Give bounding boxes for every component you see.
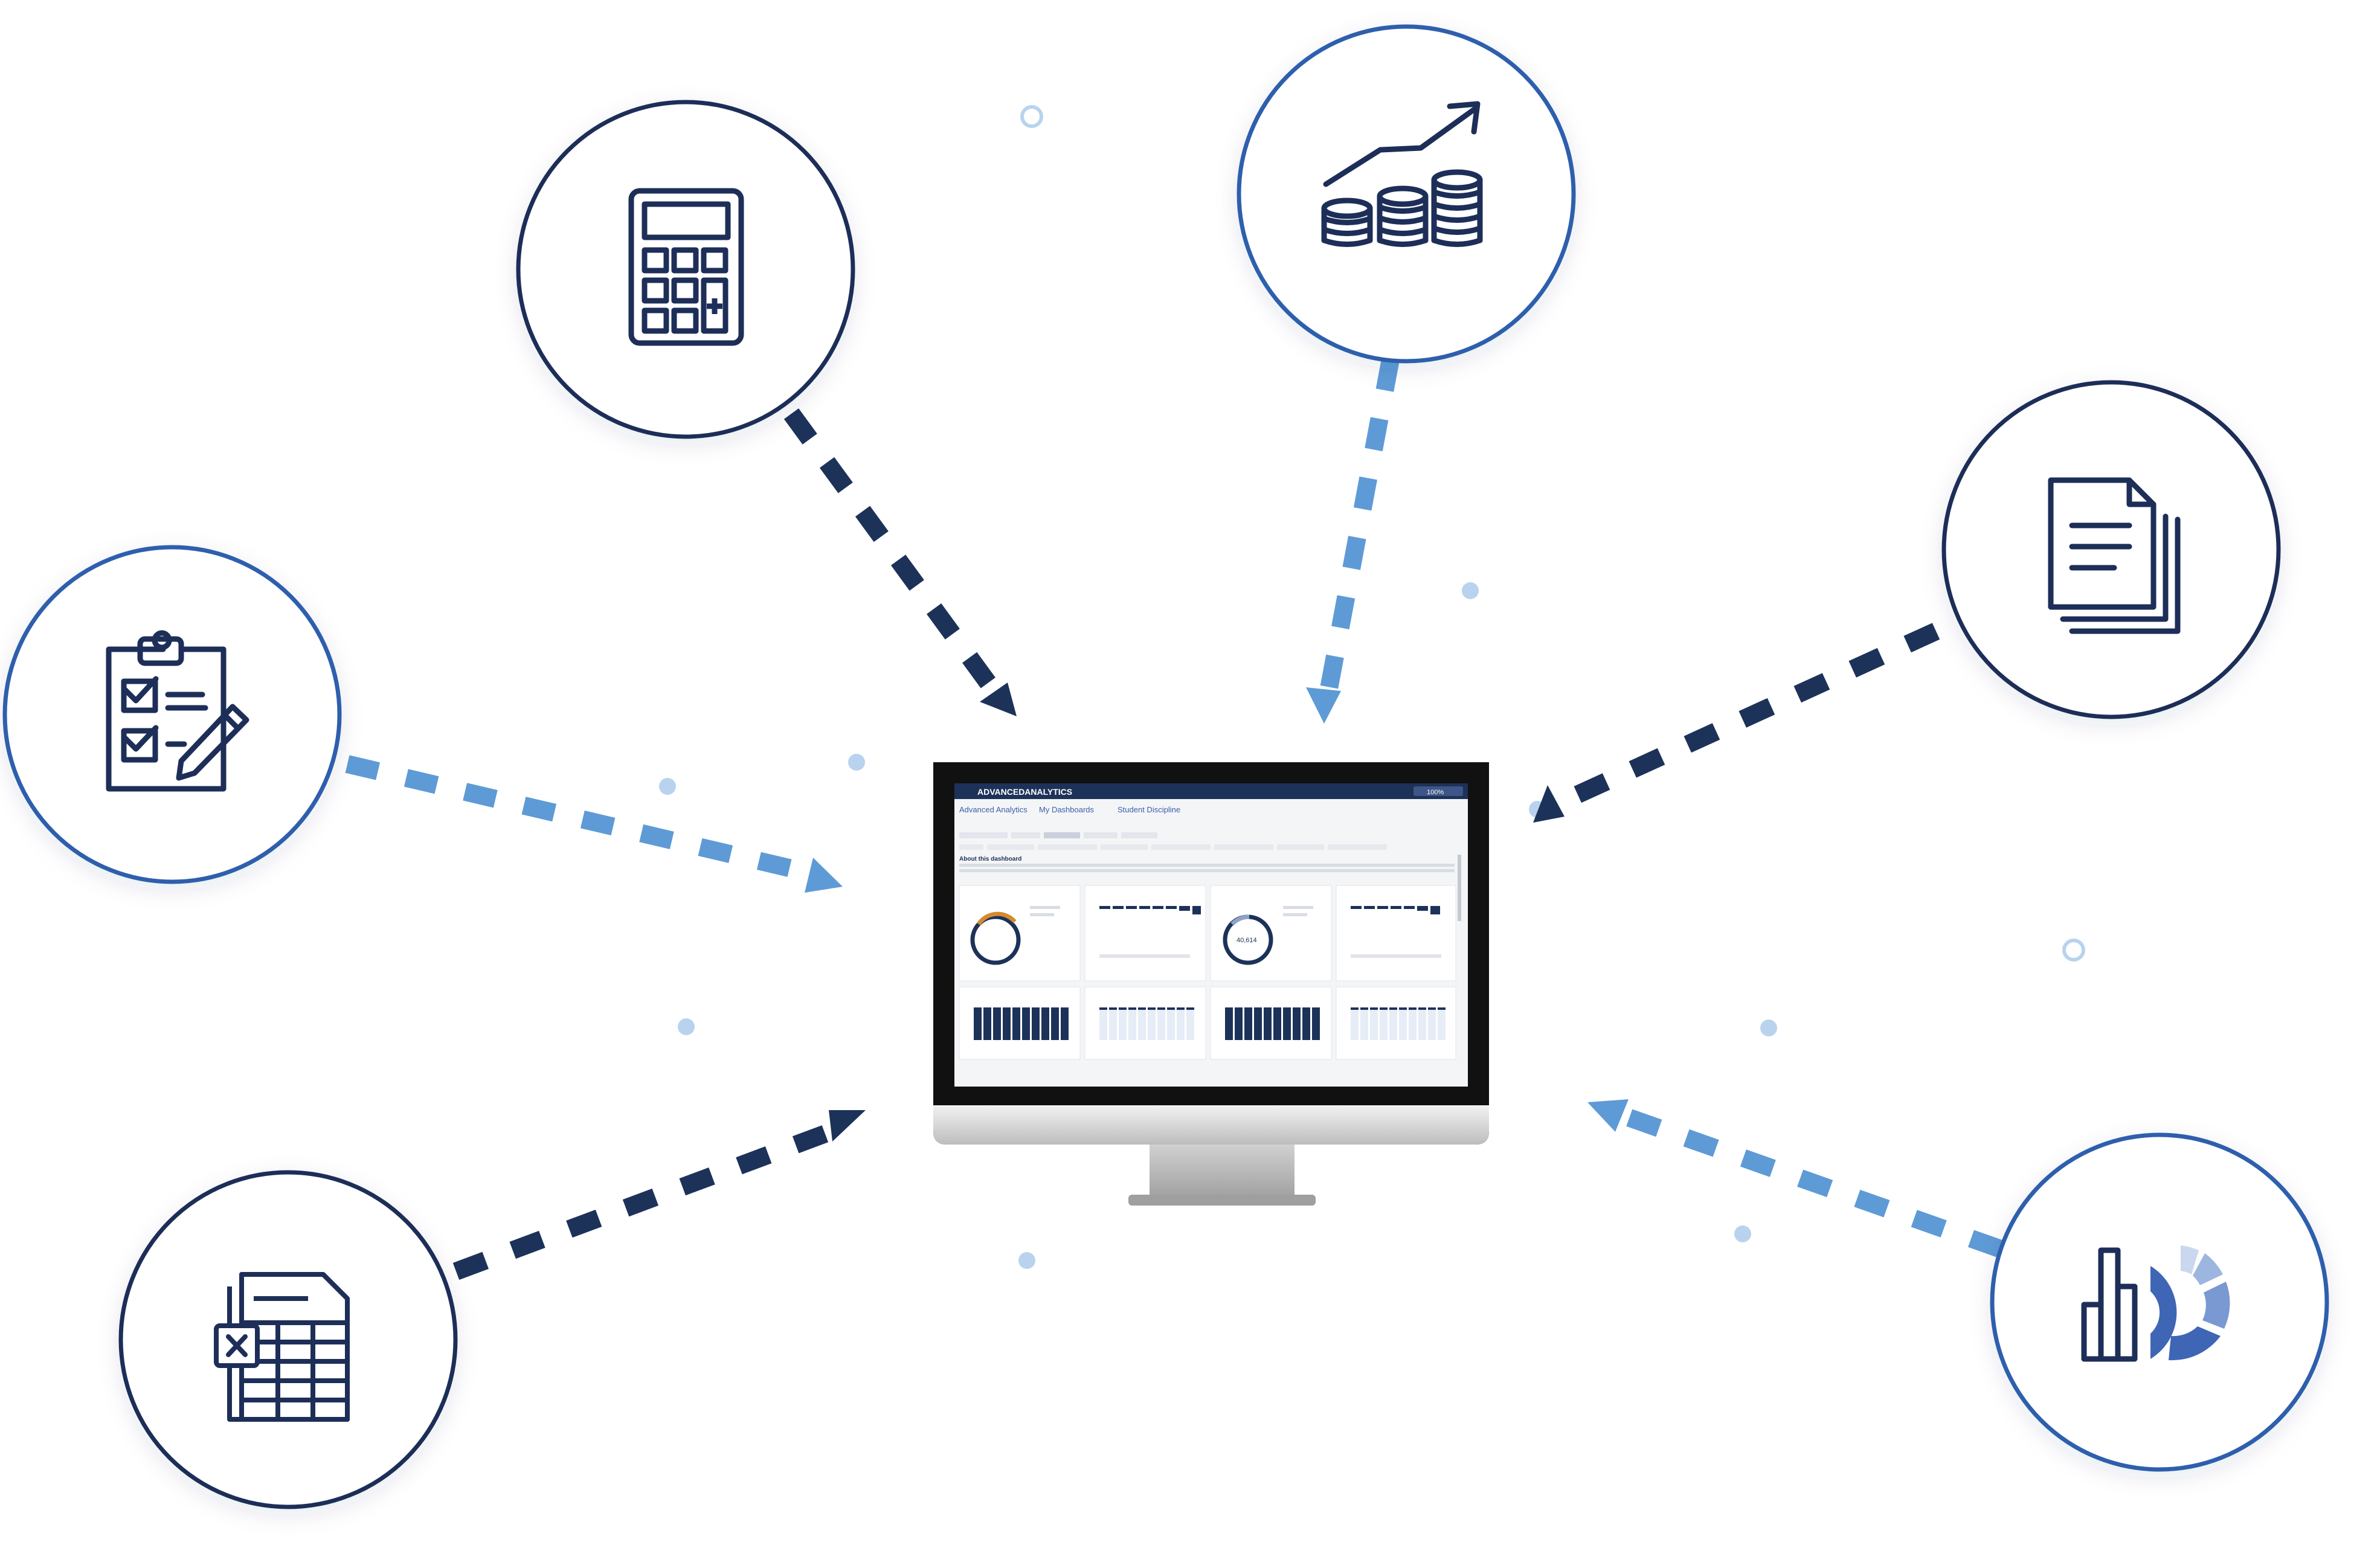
- clipboard-checklist-icon: [106, 630, 249, 792]
- monitor: ADVANCEDANALYTICS 100% Advanced Analytic…: [933, 762, 1489, 1206]
- zoom-level: 100%: [1427, 789, 1444, 796]
- brand-logo: ADVANCEDANALYTICS: [977, 787, 1072, 797]
- tab-strip: [959, 832, 1157, 838]
- arrow-calculator-to-monitor: [783, 408, 1017, 716]
- widget-card: [1336, 885, 1456, 981]
- breadcrumb-dashboards[interactable]: My Dashboards: [1039, 805, 1095, 814]
- arrow-growth-to-monitor: [1306, 358, 1400, 724]
- widget-card: [1336, 986, 1456, 1060]
- monitor-screen: ADVANCEDANALYTICS 100% Advanced Analytic…: [954, 783, 1468, 1087]
- node-calculator: [516, 100, 855, 439]
- node-growth: [1237, 24, 1576, 364]
- node-clipboard: [2, 545, 342, 884]
- documents-icon: [2048, 477, 2181, 634]
- breadcrumb-current[interactable]: Student Discipline: [1118, 805, 1180, 814]
- node-documents: [1941, 380, 2281, 719]
- node-chart: [1990, 1132, 2329, 1472]
- filter-bar: [959, 844, 1387, 850]
- donut-total: 40,614: [1237, 937, 1257, 944]
- widget-card: 40,614: [1210, 885, 1332, 981]
- widget-card: [959, 986, 1081, 1060]
- spreadsheet-icon: [214, 1272, 350, 1422]
- coins-growth-icon: [1321, 101, 1483, 247]
- arrow-chart-to-monitor: [1587, 1099, 2004, 1258]
- widget-card: [959, 885, 1081, 981]
- bar-donut-chart-icon: [2081, 1245, 2230, 1362]
- breadcrumb-root[interactable]: Advanced Analytics: [959, 805, 1028, 814]
- widget-card: [1084, 885, 1206, 981]
- arrow-clipboard-to-monitor: [345, 755, 843, 893]
- node-spreadsheet: [118, 1170, 458, 1509]
- arrow-spreadsheet-to-monitor: [452, 1110, 866, 1280]
- decorative-rings: [1020, 105, 2085, 962]
- widget-card: [1084, 986, 1206, 1060]
- calculator-icon: [628, 188, 744, 346]
- arrow-documents-to-monitor: [1533, 623, 1940, 823]
- widget-card: [1210, 986, 1332, 1060]
- about-heading: About this dashboard: [959, 856, 1021, 862]
